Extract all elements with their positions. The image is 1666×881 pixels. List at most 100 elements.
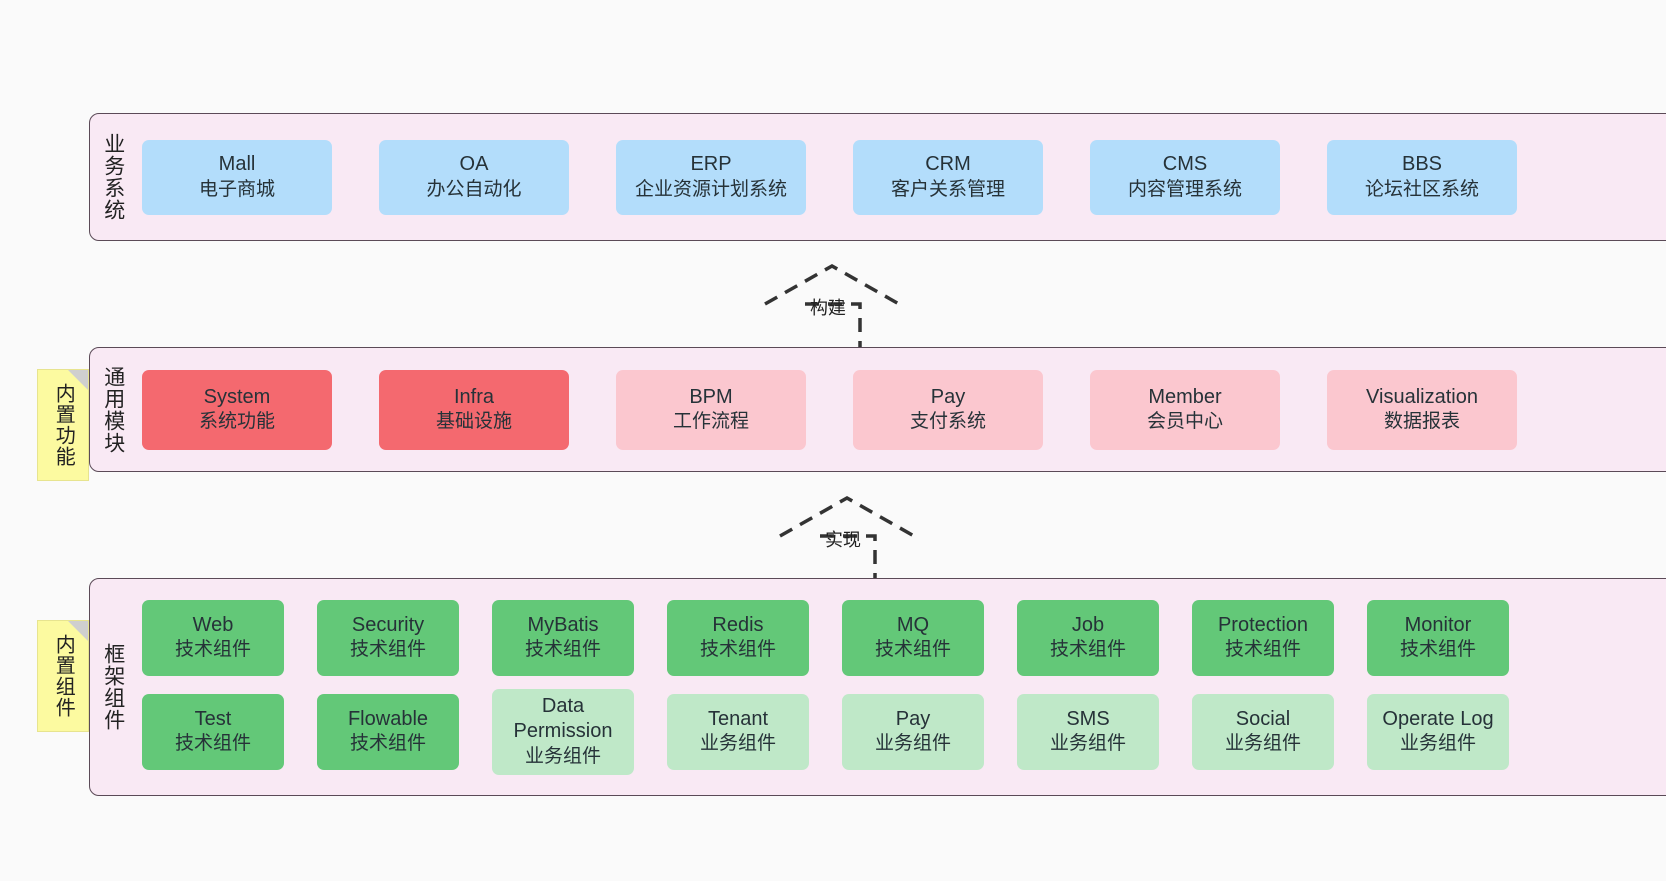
node-subtitle: 会员中心 (1146, 411, 1223, 433)
node-title: Test (194, 707, 232, 730)
node-subtitle: 技术组件 (174, 733, 251, 755)
node-title: Tenant (707, 707, 769, 730)
node-sms[interactable]: SMS 业务组件 (1017, 693, 1159, 770)
node-visualization[interactable]: Visualization 数据报表 (1327, 369, 1517, 450)
node-mybatis[interactable]: MyBatis 技术组件 (492, 599, 634, 676)
node-title: CMS (1162, 153, 1208, 176)
node-subtitle: 数据报表 (1383, 411, 1460, 433)
node-subtitle: 电子商城 (198, 178, 275, 200)
node-subtitle: 工作流程 (672, 411, 749, 433)
node-title: MyBatis (527, 613, 599, 636)
node-title: Security (351, 613, 425, 636)
connector-build-arrow-icon (764, 263, 900, 358)
node-operate-log[interactable]: Operate Log 业务组件 (1367, 693, 1509, 770)
node-title: ERP (690, 153, 732, 176)
node-subtitle: 技术组件 (349, 639, 426, 661)
node-title: Member (1148, 385, 1222, 408)
node-title: SMS (1066, 707, 1110, 730)
connector-build-label: 构建 (810, 298, 846, 318)
node-social[interactable]: Social 业务组件 (1192, 693, 1334, 770)
node-subtitle: 论坛社区系统 (1364, 178, 1479, 200)
node-pay-component[interactable]: Pay 业务组件 (842, 693, 984, 770)
node-monitor[interactable]: Monitor 技术组件 (1367, 599, 1509, 676)
node-subtitle: 技术组件 (874, 639, 951, 661)
connector-build: 构建 (755, 258, 925, 358)
row-business-systems: Mall 电子商城 OA 办公自动化 ERP 企业资源计划系统 CRM 客户关系… (136, 139, 1666, 215)
node-title: Pay (930, 385, 966, 408)
connector-implement: 实现 (770, 490, 940, 590)
note-builtin-function[interactable]: 内置功能 (37, 369, 89, 481)
node-security[interactable]: Security 技术组件 (317, 599, 459, 676)
node-subtitle: 技术组件 (1399, 639, 1476, 661)
node-data-permission[interactable]: Data Permission 业务组件 (492, 688, 634, 775)
node-subtitle: 业务组件 (1049, 733, 1126, 755)
node-bpm[interactable]: BPM 工作流程 (616, 369, 806, 450)
node-subtitle: 技术组件 (524, 639, 601, 661)
node-member[interactable]: Member 会员中心 (1090, 369, 1280, 450)
node-subtitle: 企业资源计划系统 (634, 178, 787, 200)
row-tech-components: Web 技术组件 Security 技术组件 MyBatis 技术组件 Redi… (136, 599, 1666, 676)
node-pay[interactable]: Pay 支付系统 (853, 369, 1043, 450)
node-title: Monitor (1404, 613, 1472, 636)
node-title: Operate Log (1382, 707, 1494, 730)
layer-common-module[interactable]: 通用模块 System 系统功能 Infra 基础设施 BPM 工作流程 Pay… (89, 347, 1666, 472)
connector-implement-arrow-icon (779, 495, 915, 590)
layer-title-business-system: 业务系统 (101, 133, 125, 221)
node-subtitle: 技术组件 (349, 733, 426, 755)
node-title: Social (1235, 707, 1291, 730)
node-title: Data Permission (513, 694, 613, 743)
node-mall[interactable]: Mall 电子商城 (142, 139, 332, 215)
node-subtitle: 技术组件 (699, 639, 776, 661)
node-protection[interactable]: Protection 技术组件 (1192, 599, 1334, 676)
node-title: OA (459, 153, 489, 176)
node-title: Flowable (347, 707, 429, 730)
node-subtitle: 客户关系管理 (890, 178, 1005, 200)
node-subtitle: 系统功能 (198, 411, 275, 433)
node-title: Protection (1217, 613, 1309, 636)
node-subtitle: 业务组件 (699, 733, 776, 755)
note-label: 内置功能 (52, 383, 75, 467)
node-job[interactable]: Job 技术组件 (1017, 599, 1159, 676)
node-test[interactable]: Test 技术组件 (142, 693, 284, 770)
layer-framework-component[interactable]: 框架组件 Web 技术组件 Security 技术组件 MyBatis 技术组件… (89, 578, 1666, 796)
layer-business-system[interactable]: 业务系统 Mall 电子商城 OA 办公自动化 ERP 企业资源计划系统 CRM… (89, 113, 1666, 241)
node-subtitle: 技术组件 (1049, 639, 1126, 661)
layer-body-common-module: System 系统功能 Infra 基础设施 BPM 工作流程 Pay 支付系统… (136, 348, 1666, 471)
note-label: 内置组件 (52, 634, 75, 718)
node-title: CRM (925, 153, 971, 176)
note-fold-corner-icon (68, 370, 88, 390)
node-bbs[interactable]: BBS 论坛社区系统 (1327, 139, 1517, 215)
node-flowable[interactable]: Flowable 技术组件 (317, 693, 459, 770)
node-title: Redis (712, 613, 764, 636)
node-subtitle: 技术组件 (174, 639, 251, 661)
node-title: System (203, 385, 271, 408)
row-common-modules: System 系统功能 Infra 基础设施 BPM 工作流程 Pay 支付系统… (136, 369, 1666, 450)
layer-body-framework-component: Web 技术组件 Security 技术组件 MyBatis 技术组件 Redi… (136, 579, 1666, 795)
node-title: Mall (218, 153, 256, 176)
node-erp[interactable]: ERP 企业资源计划系统 (616, 139, 806, 215)
layer-title-framework-component: 框架组件 (101, 643, 125, 731)
node-oa[interactable]: OA 办公自动化 (379, 139, 569, 215)
row-business-components: Test 技术组件 Flowable 技术组件 Data Permission … (136, 688, 1666, 775)
node-tenant[interactable]: Tenant 业务组件 (667, 693, 809, 770)
node-subtitle: 支付系统 (909, 411, 986, 433)
node-mq[interactable]: MQ 技术组件 (842, 599, 984, 676)
node-infra[interactable]: Infra 基础设施 (379, 369, 569, 450)
node-web[interactable]: Web 技术组件 (142, 599, 284, 676)
node-title: Infra (453, 385, 495, 408)
node-redis[interactable]: Redis 技术组件 (667, 599, 809, 676)
node-subtitle: 业务组件 (1399, 733, 1476, 755)
node-subtitle: 业务组件 (524, 745, 601, 767)
node-title: Web (192, 613, 234, 636)
node-crm[interactable]: CRM 客户关系管理 (853, 139, 1043, 215)
node-subtitle: 业务组件 (1224, 733, 1301, 755)
node-subtitle: 技术组件 (1224, 639, 1301, 661)
node-title: MQ (896, 613, 930, 636)
node-title: Job (1071, 613, 1105, 636)
layer-title-common-module: 通用模块 (101, 365, 125, 454)
connector-implement-label: 实现 (825, 530, 861, 550)
node-cms[interactable]: CMS 内容管理系统 (1090, 139, 1280, 215)
node-system[interactable]: System 系统功能 (142, 369, 332, 450)
note-builtin-component[interactable]: 内置组件 (37, 620, 89, 732)
